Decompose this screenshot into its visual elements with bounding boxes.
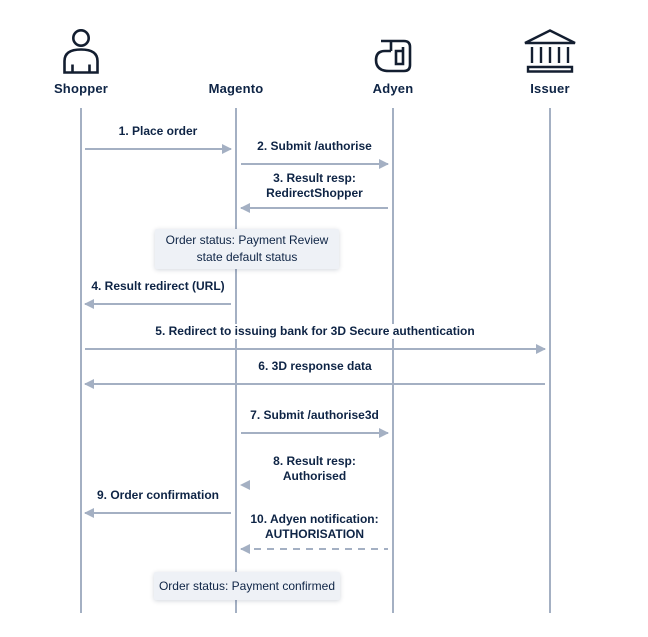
- arrow-left: [84, 379, 545, 389]
- actor-shopper: Shopper: [26, 24, 136, 96]
- message-label: 7. Submit /authorise3d: [245, 408, 384, 423]
- actor-adyen: Adyen: [338, 24, 448, 96]
- actor-label-issuer: Issuer: [530, 81, 570, 96]
- arrowhead-icon: [240, 203, 250, 213]
- arrow-left: [240, 203, 388, 213]
- message-3-result-redirectshopper: 3. Result resp: RedirectShopper: [240, 171, 388, 213]
- message-2-submit-authorise: 2. Submit /authorise: [241, 139, 389, 169]
- message-7-submit-authorise3d: 7. Submit /authorise3d: [241, 408, 389, 438]
- message-label: 4. Result redirect (URL): [86, 279, 230, 294]
- lifeline-issuer: [549, 108, 551, 613]
- arrow-left-dashed: [240, 544, 388, 554]
- person-icon: [59, 24, 103, 74]
- message-9-order-confirmation: 9. Order confirmation: [84, 488, 231, 518]
- message-1-place-order: 1. Place order: [85, 124, 232, 154]
- actor-label-magento: Magento: [208, 81, 264, 96]
- message-5-redirect-3dsecure: 5. Redirect to issuing bank for 3D Secur…: [85, 324, 546, 354]
- message-10-adyen-notification: 10. Adyen notification: AUTHORISATION: [240, 512, 388, 554]
- arrowhead-icon: [84, 299, 94, 309]
- arrowhead-icon: [379, 159, 389, 169]
- lifeline-shopper: [80, 108, 82, 613]
- actor-issuer: Issuer: [495, 24, 605, 96]
- message-label: 2. Submit /authorise: [252, 139, 377, 154]
- message-label: 9. Order confirmation: [91, 488, 225, 503]
- message-label: 1. Place order: [113, 124, 203, 139]
- arrowhead-icon: [379, 428, 389, 438]
- arrowhead-icon: [84, 508, 94, 518]
- note-payment-review: Order status: Payment Review state defau…: [155, 229, 339, 269]
- message-6-3d-response-data: 6. 3D response data: [84, 359, 545, 389]
- message-8-result-authorised: 8. Result resp: Authorised: [240, 454, 388, 490]
- note-payment-confirmed: Order status: Payment confirmed: [154, 572, 340, 600]
- message-label: 8. Result resp: Authorised: [241, 454, 388, 484]
- arrowhead-icon: [240, 544, 250, 554]
- arrowhead-icon: [222, 144, 232, 154]
- message-4-result-redirect-url: 4. Result redirect (URL): [84, 279, 231, 309]
- arrowhead-icon: [84, 379, 94, 389]
- actor-label-shopper: Shopper: [53, 81, 109, 96]
- message-label: 3. Result resp: RedirectShopper: [261, 171, 368, 201]
- message-label: 5. Redirect to issuing bank for 3D Secur…: [150, 324, 480, 339]
- adyen-logo-icon: [374, 24, 412, 74]
- message-label: 10. Adyen notification: AUTHORISATION: [245, 512, 384, 542]
- arrowhead-icon: [240, 480, 250, 490]
- actor-magento: Magento: [181, 24, 291, 96]
- arrow-right: [85, 144, 232, 154]
- lifeline-magento: [235, 108, 237, 613]
- actor-label-adyen: Adyen: [372, 81, 414, 96]
- message-label: 6. 3D response data: [253, 359, 377, 374]
- lifeline-adyen: [392, 108, 394, 613]
- arrow-left: [84, 299, 231, 309]
- arrow-right: [85, 344, 546, 354]
- arrow-left: [84, 508, 231, 518]
- arrow-right: [241, 159, 389, 169]
- arrow-right: [241, 428, 389, 438]
- arrowhead-icon: [536, 344, 546, 354]
- bank-icon: [523, 24, 577, 74]
